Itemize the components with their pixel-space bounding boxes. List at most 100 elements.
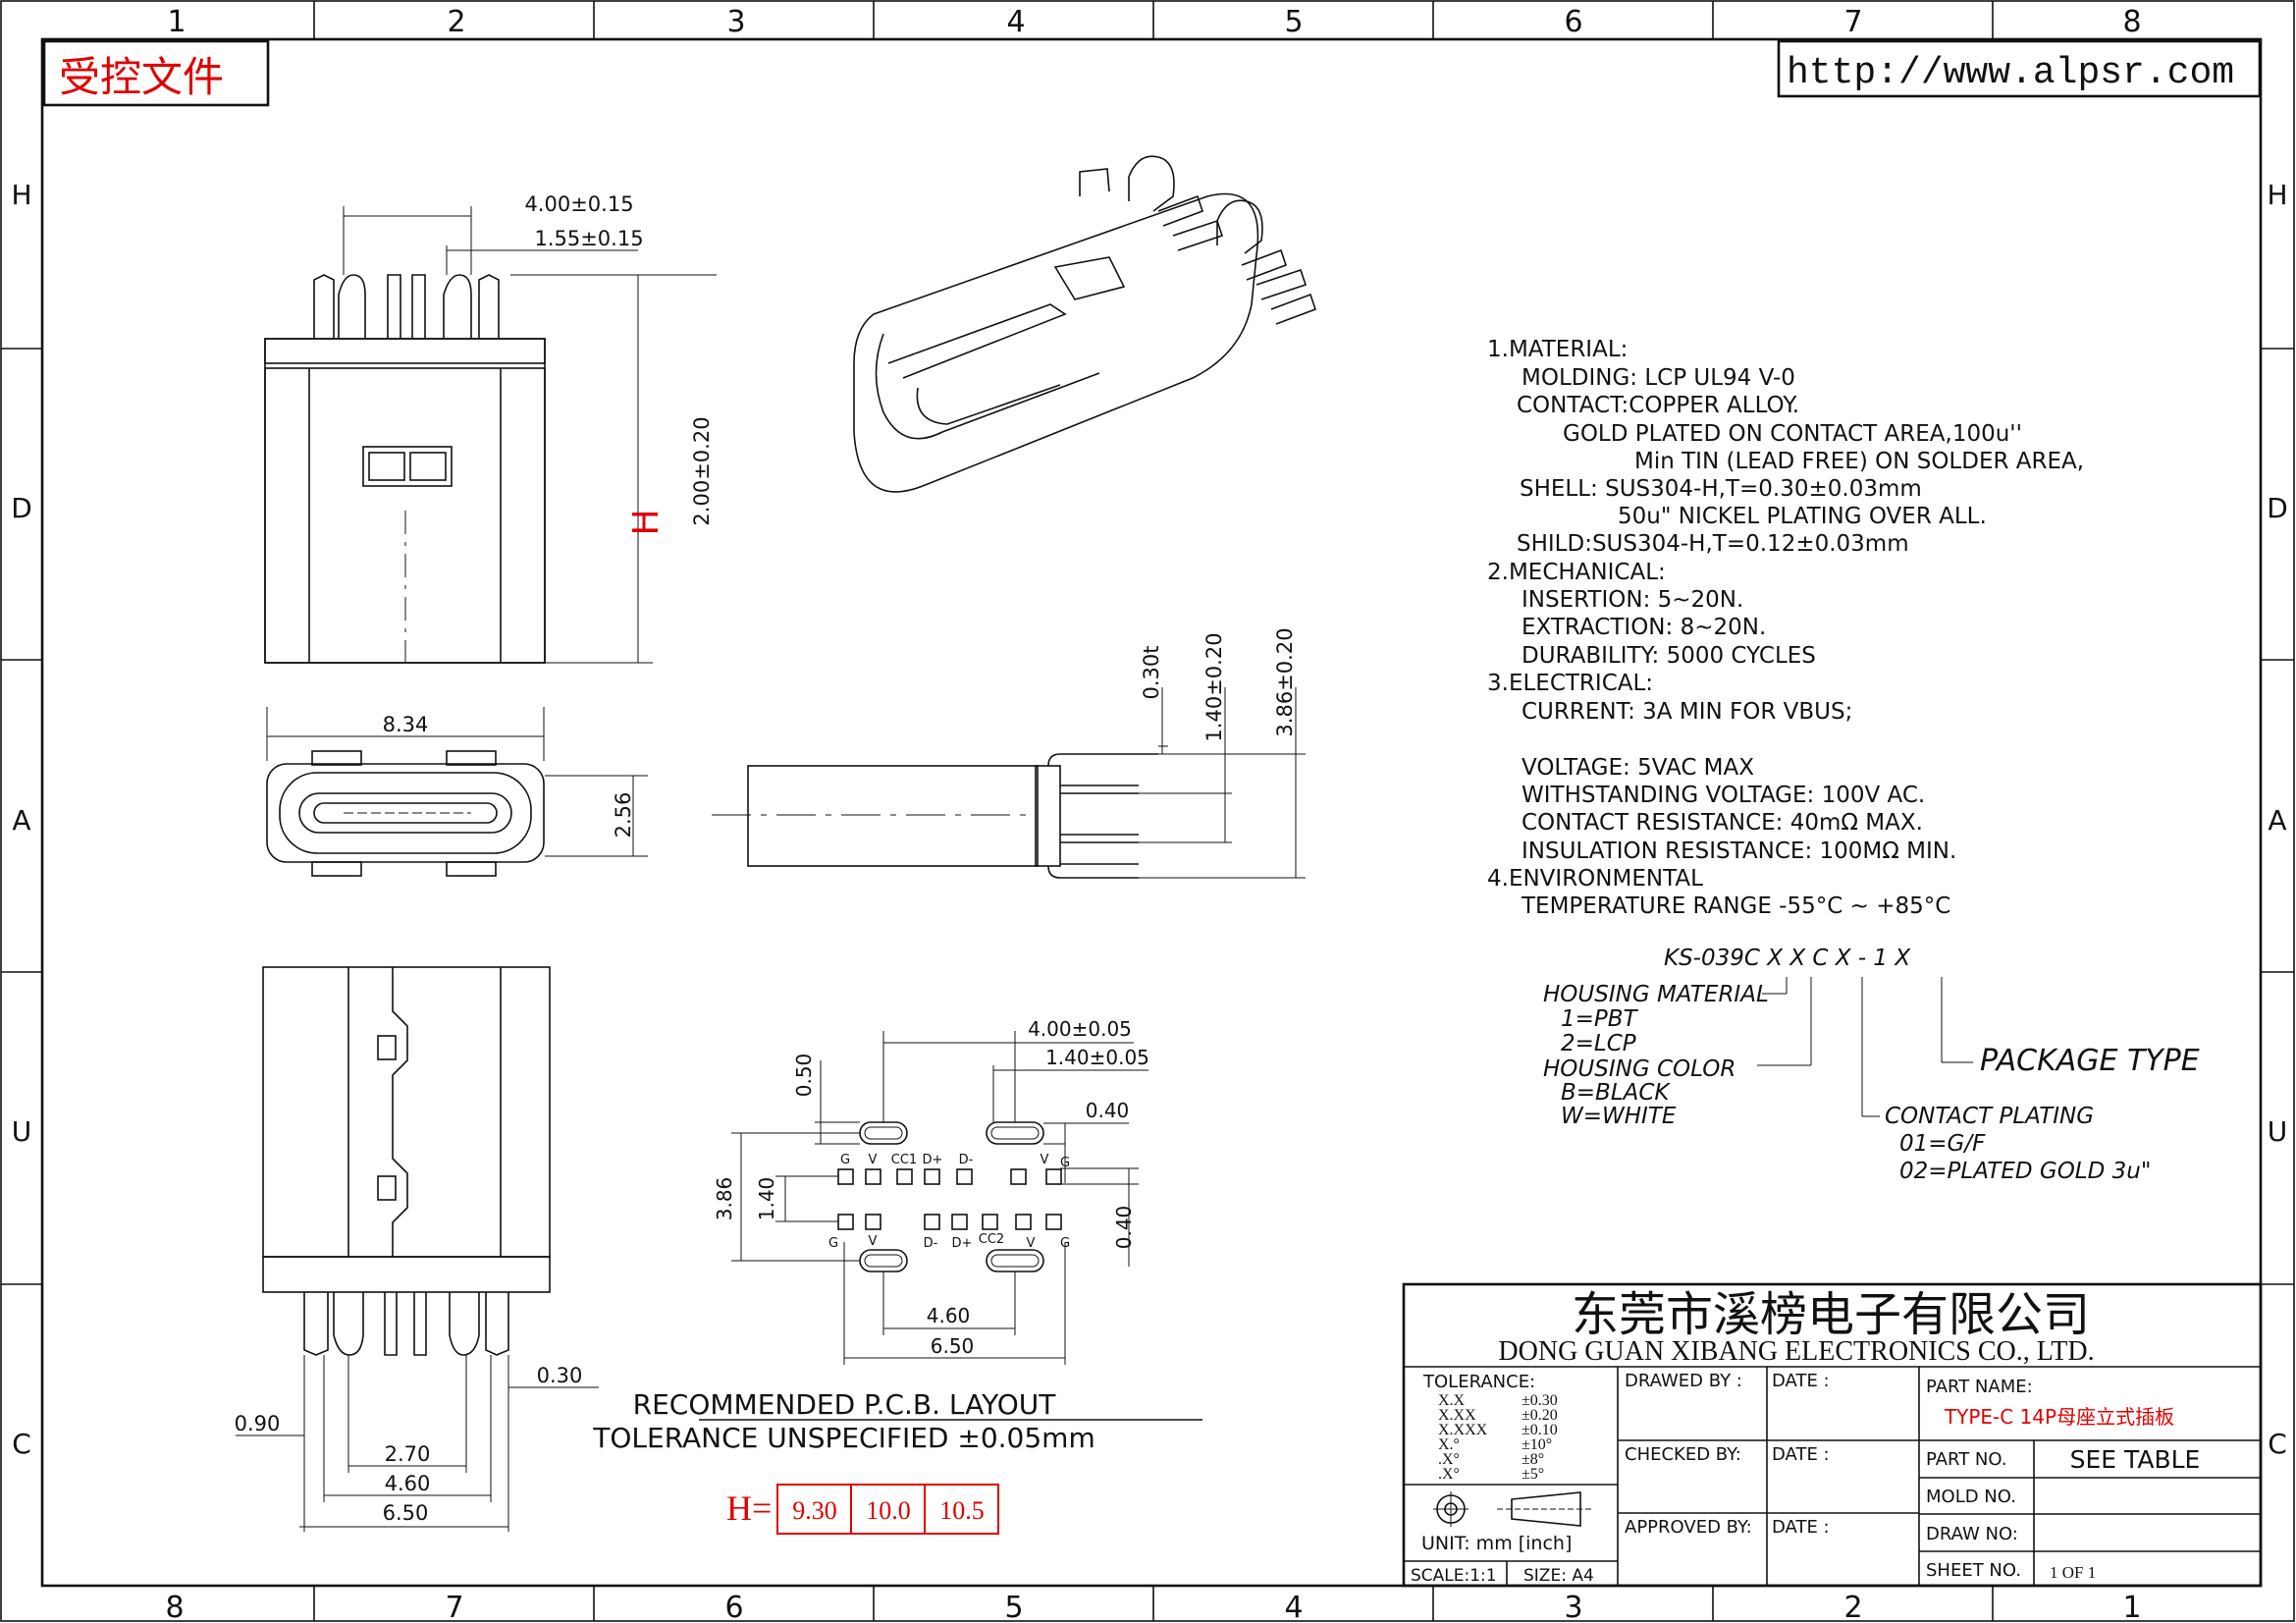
company-name-cn: 东莞市溪榜电子有限公司: [1572, 1289, 2090, 1341]
tol-key: .X°: [1438, 1466, 1460, 1483]
date-label: DATE :: [1772, 1517, 1830, 1538]
specs-block: 1.MATERIAL: MOLDING: LCP UL94 V-0 CONTAC…: [1487, 337, 2084, 919]
spec-line: 4.ENVIRONMENTAL: [1487, 866, 1703, 892]
spec-line: 50u" NICKEL PLATING OVER ALL.: [1618, 504, 1987, 529]
dim-pcb-bot2: 6.50: [931, 1334, 975, 1358]
col-label: 4: [1006, 5, 1025, 39]
dim-bottom-c: 2.70: [385, 1442, 431, 1466]
sheet-no-label: SHEET NO.: [1926, 1560, 2021, 1581]
tol-key: X.°: [1438, 1436, 1460, 1453]
pcb-title: RECOMMENDED P.C.B. LAYOUT: [633, 1388, 1057, 1421]
date-label: DATE :: [1772, 1444, 1830, 1465]
projection-symbol-icon: [1433, 1491, 1592, 1527]
spec-line: VOLTAGE: 5VAC MAX: [1522, 755, 1754, 781]
col-label: 2: [1843, 1591, 1862, 1623]
row-label: D: [11, 492, 32, 524]
dim-side-thickness: 0.30t: [1140, 646, 1163, 700]
spec-line: GOLD PLATED ON CONTACT AREA,100u'': [1563, 421, 2022, 447]
spec-line: 2.MECHANICAL:: [1487, 560, 1666, 585]
spec-line: SHILD:SUS304-H,T=0.12±0.03mm: [1517, 531, 1909, 557]
pin-label: V: [869, 1234, 878, 1249]
spec-line: 1.MATERIAL:: [1487, 337, 1628, 362]
tolerance-label: TOLERANCE:: [1422, 1372, 1535, 1392]
col-label: 4: [1284, 1591, 1303, 1623]
spec-line: EXTRACTION: 8~20N.: [1522, 615, 1766, 640]
housing-material-label: HOUSING MATERIAL: [1543, 982, 1769, 1007]
dim-pcb-top1: 4.00±0.05: [1028, 1017, 1132, 1041]
pin-label: D+: [923, 1153, 943, 1167]
col-label: 7: [1843, 5, 1862, 39]
sheet-no-value: 1 OF 1: [2050, 1563, 2096, 1582]
iso-view: [853, 155, 1317, 493]
dim-side-pitch: 1.40±0.20: [1202, 632, 1226, 741]
col-label: 3: [726, 5, 745, 39]
pcb-tolerance: TOLERANCE UNSPECIFIED ±0.05mm: [592, 1422, 1095, 1454]
h-table: H= 9.30 10.0 10.5: [726, 1484, 999, 1535]
col-label: 8: [2122, 5, 2141, 39]
controlled-doc-stamp: 受控文件: [59, 53, 224, 101]
date-label: DATE :: [1772, 1371, 1830, 1391]
spec-line: TEMPERATURE RANGE -55°C ~ +85°C: [1521, 893, 1950, 919]
col-label: 5: [1284, 5, 1303, 39]
housing-color-1: B=BLACK: [1561, 1080, 1671, 1106]
inner-border: [40, 37, 2263, 1588]
h-marker: H: [626, 509, 667, 535]
website-url[interactable]: http://www.alpsr.com: [1787, 52, 2234, 94]
dim-bottom-e: 6.50: [383, 1501, 429, 1525]
col-label: 3: [1564, 1591, 1582, 1623]
pin-label: CC2: [979, 1232, 1004, 1247]
bottom-view: 0.30 0.90 2.70 4.60 6.50: [235, 966, 599, 1532]
pin-label: G: [828, 1236, 838, 1251]
pcb-layout: G V CC1 D+ D- V G G V D- D+ CC2 V G: [592, 1017, 1202, 1454]
col-label: 6: [724, 1591, 743, 1623]
col-label: 5: [1004, 1591, 1023, 1623]
col-label: 8: [165, 1591, 184, 1623]
drawn-by-label: DRAWED BY :: [1625, 1371, 1742, 1391]
row-label: C: [2268, 1428, 2287, 1460]
dim-front-height: 2.00±0.20: [690, 416, 714, 525]
part-name-label: PART NAME:: [1926, 1377, 2033, 1397]
column-labels-top: 1 2 3 4 5 6 7 8: [167, 5, 2141, 39]
dim-bottom-b: 0.90: [235, 1412, 281, 1435]
tol-key: X.XX: [1438, 1407, 1476, 1424]
company-name-en: DONG GUAN XIBANG ELECTRONICS CO., LTD.: [1498, 1336, 2094, 1367]
pin-label: D+: [952, 1236, 973, 1251]
row-label: C: [12, 1428, 31, 1460]
dim-pcb-left3: 3.86: [713, 1177, 736, 1221]
tol-key: X.XXX: [1438, 1422, 1488, 1438]
contact-plating-2: 02=PLATED GOLD 3u": [1899, 1159, 2151, 1184]
contact-plating-label: CONTACT PLATING: [1885, 1104, 2094, 1129]
row-label: U: [2268, 1115, 2288, 1148]
row-labels: H D A U C H D A U C: [11, 179, 2288, 1460]
contact-plating-1: 01=G/F: [1899, 1131, 1986, 1157]
mold-no-label: MOLD NO.: [1926, 1487, 2016, 1507]
part-no-value: SEE TABLE: [2070, 1445, 2201, 1474]
dim-pcb-top2: 1.40±0.05: [1045, 1046, 1149, 1069]
dim-bottom-a: 0.30: [537, 1364, 583, 1387]
pin-label: V: [869, 1153, 878, 1167]
spec-line: Min TIN (LEAD FREE) ON SOLDER AREA,: [1634, 449, 2084, 474]
dim-pcb-left1: 0.50: [792, 1054, 816, 1098]
spec-line: CONTACT RESISTANCE: 40mΩ MAX.: [1522, 810, 1923, 836]
col-label: 7: [445, 1591, 463, 1623]
spec-line: CONTACT:COPPER ALLOY.: [1517, 393, 1799, 418]
front-view: 4.00±0.15 1.55±0.15 2.00±0.20 H: [264, 192, 717, 664]
row-label: H: [11, 179, 31, 211]
spec-line: 3.ELECTRICAL:: [1487, 671, 1653, 696]
tol-val: ±0.20: [1522, 1407, 1558, 1424]
col-label: 1: [2122, 1591, 2141, 1623]
housing-color-2: W=WHITE: [1561, 1104, 1677, 1129]
part-no-label: PART NO.: [1926, 1449, 2007, 1470]
dim-bottom-d: 4.60: [385, 1472, 431, 1495]
pin-label: G: [840, 1153, 850, 1167]
dim-pcb-right: 0.40: [1112, 1206, 1136, 1250]
row-label: A: [12, 804, 30, 837]
col-label: 2: [447, 5, 465, 39]
col-label: 1: [167, 5, 186, 39]
tol-val: ±0.10: [1522, 1422, 1558, 1438]
tol-val: ±0.30: [1522, 1392, 1558, 1409]
h-table-cell: 10.5: [939, 1496, 985, 1525]
row-label: U: [12, 1115, 32, 1148]
